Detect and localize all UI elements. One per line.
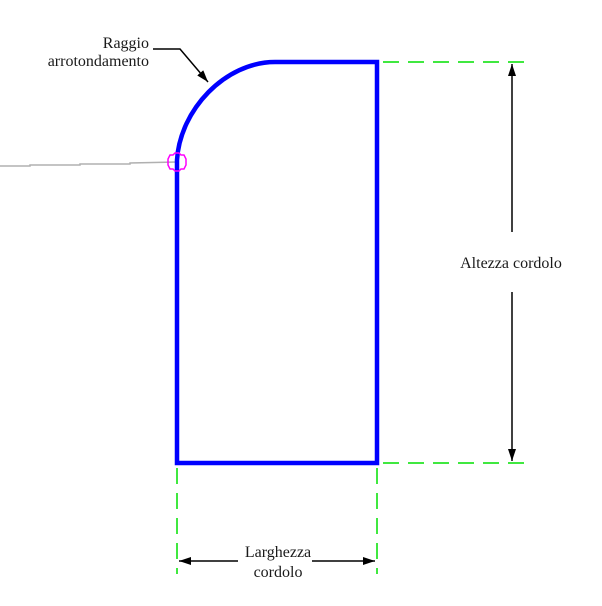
radius-label-line2: arrotondamento [48, 53, 149, 70]
curb-profile [174, 59, 380, 466]
snap-marker-icon [167, 152, 187, 172]
width-label-line1: Larghezza [245, 544, 311, 561]
width-label-line2: cordolo [254, 564, 303, 581]
radius-label-line1: Raggio [103, 35, 149, 52]
reference-line [0, 161, 178, 167]
extension-lines [176, 61, 524, 574]
height-label: Altezza cordolo [460, 255, 562, 272]
radius-leader [153, 48, 209, 83]
